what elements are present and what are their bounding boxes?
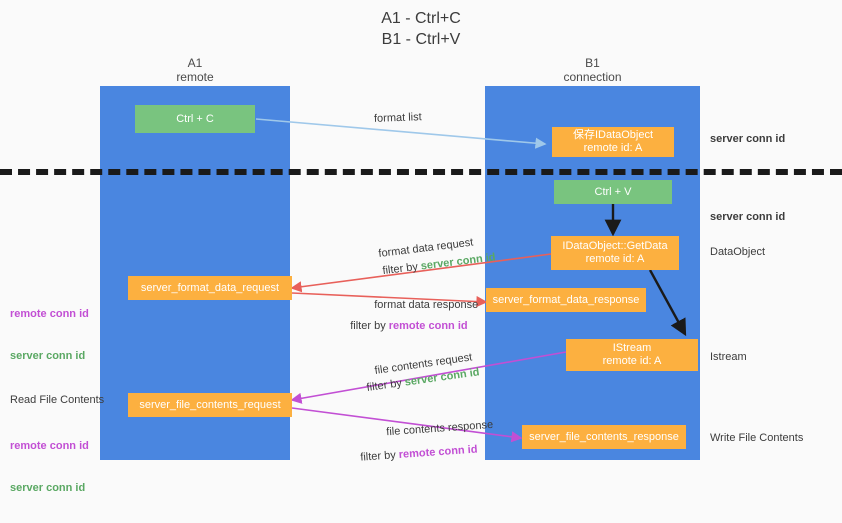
- node-server-file-contents-request[interactable]: server_file_contents_request: [128, 393, 292, 417]
- page-title: A1 - Ctrl+C B1 - Ctrl+V: [381, 10, 461, 48]
- annotation-remote-conn-id: remote conn id: [10, 440, 89, 452]
- annotation-remote-conn-id: remote conn id: [10, 308, 89, 320]
- filter-key-remote-conn-id: remote conn id: [388, 320, 468, 332]
- filter-key-server-conn-id: server conn id: [404, 366, 481, 389]
- column-header-a1: A1 remote: [176, 56, 214, 84]
- filter-prefix: filter by: [359, 448, 400, 464]
- annotation-read-file-contents: Read File Contents: [10, 394, 105, 406]
- edge-filter-format-data-response: filter by remote conn id: [338, 305, 468, 347]
- annotation-write-file-contents: Write File Contents: [710, 432, 804, 444]
- annotation-data-object: DataObject: [710, 246, 766, 258]
- node-ctrl-v[interactable]: Ctrl + V: [554, 180, 672, 204]
- edge-filter-file-contents-response: filter by remote conn id: [347, 429, 479, 480]
- annotation-conn-ids-upper: remote conn id server conn id: [10, 279, 89, 391]
- column-header-b1: B1 connection: [563, 56, 622, 84]
- annotation-istream: Istream: [710, 351, 747, 363]
- edge-label-format-data-response: format data response: [362, 284, 478, 326]
- phase-divider: [0, 169, 842, 175]
- node-server-format-data-response[interactable]: server_format_data_response: [486, 288, 646, 312]
- filter-prefix: filter by: [381, 260, 422, 278]
- filter-prefix: filter by: [365, 376, 406, 395]
- node-idataobject-getdata[interactable]: IDataObject::GetData remote id: A: [551, 236, 679, 270]
- filter-key-remote-conn-id: remote conn id: [398, 443, 478, 461]
- filter-key-server-conn-id: server conn id: [420, 251, 497, 273]
- filter-prefix: filter by: [350, 320, 389, 332]
- annotation-server-conn-id: server conn id: [10, 350, 86, 362]
- node-ctrl-c[interactable]: Ctrl + C: [135, 105, 255, 133]
- annotation-conn-ids-lower: remote conn id server conn id: [10, 411, 89, 523]
- node-server-file-contents-response[interactable]: server_file_contents_response: [522, 425, 686, 449]
- edge-label-format-data-response-text: format data response: [374, 299, 479, 311]
- annotation-server-conn-id-top: server conn id: [710, 133, 786, 145]
- annotation-server-conn-id: server conn id: [10, 482, 86, 494]
- annotation-server-conn-id-mid: server conn id: [710, 211, 786, 223]
- node-server-format-data-request[interactable]: server_format_data_request: [128, 276, 292, 300]
- edge-label-format-list: format list: [373, 111, 422, 125]
- node-istream[interactable]: IStream remote id: A: [566, 339, 698, 371]
- diagram-canvas: A1 - Ctrl+C B1 - Ctrl+V A1 remote B1 con…: [0, 10, 842, 494]
- node-save-idataobject[interactable]: 保存IDataObject remote id: A: [552, 127, 674, 157]
